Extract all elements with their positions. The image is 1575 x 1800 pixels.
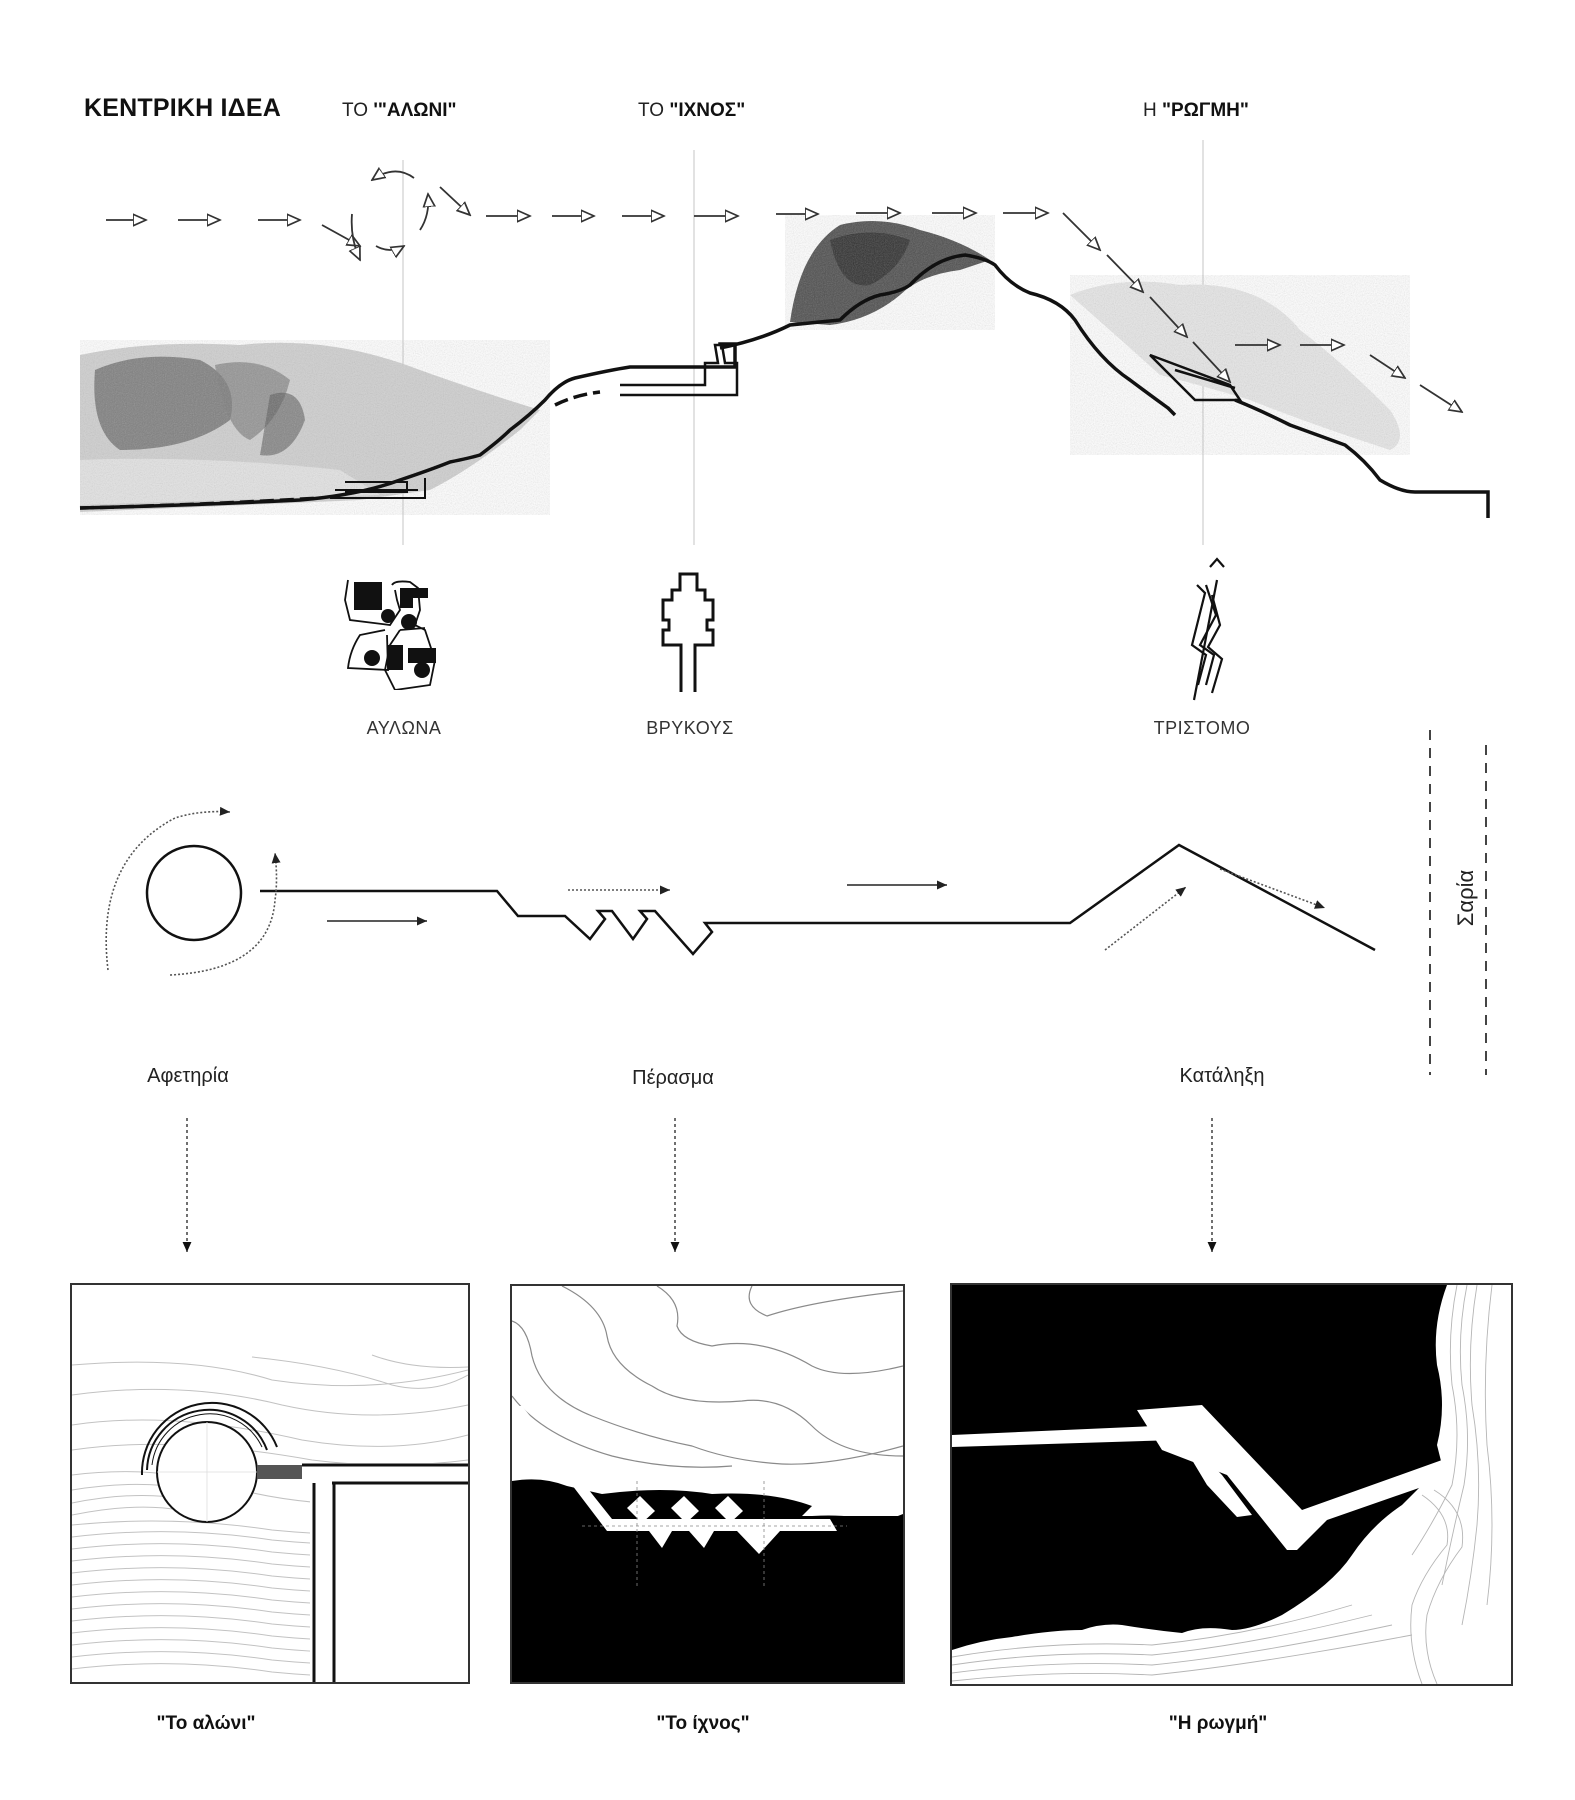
ground-profile-peak: [719, 253, 1177, 417]
aloni-circle: [145, 844, 243, 942]
terrain-section-diagram: [79, 140, 1490, 545]
concept-prefix: Η: [1143, 100, 1162, 121]
stair-hatch: [257, 1465, 302, 1479]
place-label-avlona: ΑΥΛΩΝΑ: [366, 718, 442, 738]
rogmi-structure-section: [1149, 353, 1243, 402]
caption-aloni: "Το αλώνι": [156, 1713, 256, 1734]
solid-flow-arrows: [327, 880, 947, 926]
river-banks: [1429, 730, 1487, 1075]
concept-title-aloni: ΤΟ '"ΑΛΩΝΙ": [342, 100, 457, 122]
crack-path-plan: [952, 1405, 1442, 1550]
concept-title-rogmi: Η "ΡΩΓΜΗ": [1143, 100, 1249, 122]
ground-profile-left: [79, 342, 737, 510]
crack-lightning-icon: [1190, 557, 1225, 701]
plan-panel-ichnos: [510, 1284, 905, 1684]
phase-label-end: Κατάληξη: [1179, 1065, 1265, 1087]
ground-profile-right: [1234, 398, 1490, 518]
concept-title-ichnos: ΤΟ "ΙΧΝΟΣ": [638, 100, 745, 122]
swirl-arrows: [352, 171, 429, 260]
route-line: [260, 843, 1376, 956]
concept-name: '"ΑΛΩΝΙ": [373, 100, 457, 121]
place-label-tristomo: ΤΡΙΣΤΟΜΟ: [1153, 718, 1251, 738]
flow-arrows: [106, 186, 1462, 412]
ichnos-structure-section: [620, 343, 739, 397]
plan-panel-rogmi: [950, 1283, 1513, 1686]
path-concept-diagram: [105, 806, 1376, 976]
main-title: ΚΕΝΤΡΙΚΗ ΙΔΕΑ: [84, 94, 281, 122]
stepped-tower-icon: [661, 572, 715, 692]
phase-to-panel-arrows: [182, 1118, 1217, 1252]
rock-texture-right: [1070, 275, 1410, 455]
aloni-terraces-section: [330, 478, 426, 499]
concept-name: "ΡΩΓΜΗ": [1162, 100, 1249, 121]
river-label: Σαρία: [1453, 869, 1479, 927]
settlement-plan-icon: [344, 579, 436, 690]
caption-rogmi: "Η ρωγμή": [1168, 1713, 1268, 1734]
phase-label-start: Αφετηρία: [147, 1065, 229, 1087]
contour-lines: [512, 1286, 903, 1468]
plan-panel-aloni: [70, 1283, 470, 1684]
caption-ichnos: "Το ίχνος": [656, 1713, 750, 1734]
concept-prefix: ΤΟ: [638, 100, 670, 121]
path-footprint: [512, 1406, 837, 1554]
phase-label-passage: Πέρασμα: [632, 1067, 714, 1089]
rock-texture-peak: [785, 215, 995, 330]
dotted-flow-arrows: [105, 806, 1326, 976]
rock-texture-left: [80, 340, 550, 515]
contour-lines: [952, 1285, 1493, 1684]
place-label-vrykous: ΒΡΥΚΟΥΣ: [646, 718, 734, 738]
concept-name: "ΙΧΝΟΣ": [669, 100, 746, 121]
concept-prefix: ΤΟ: [342, 100, 374, 121]
